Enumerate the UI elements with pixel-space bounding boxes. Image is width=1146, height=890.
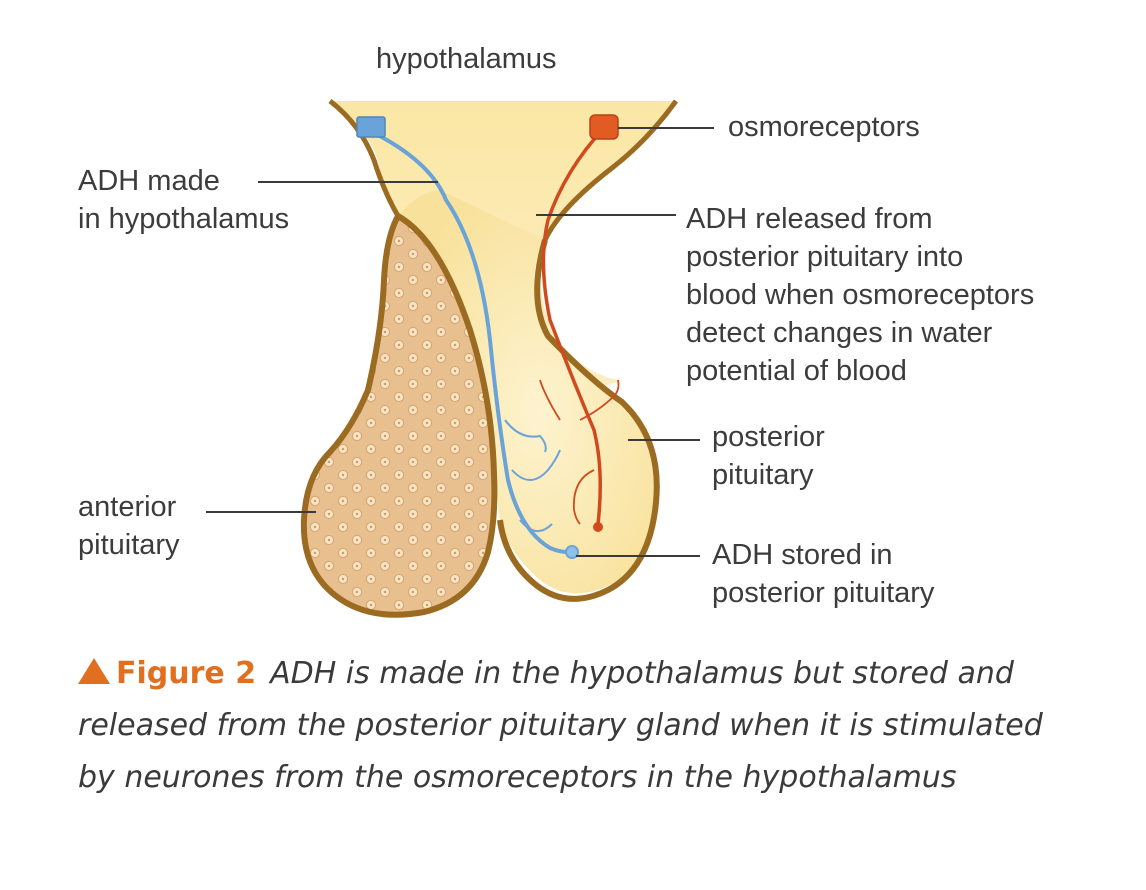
osmoreceptor-cell-body bbox=[590, 115, 618, 139]
adh-cell-body bbox=[357, 117, 385, 137]
label-adh-stored: ADH stored in posterior pituitary bbox=[712, 536, 934, 612]
label-posterior-pituitary: posterior pituitary bbox=[712, 418, 825, 494]
label-anterior-pituitary: anterior pituitary bbox=[78, 488, 180, 564]
label-adh-made: ADH made in hypothalamus bbox=[78, 162, 289, 238]
label-hypothalamus: hypothalamus bbox=[376, 40, 557, 78]
label-adh-released: ADH released from posterior pituitary in… bbox=[686, 200, 1034, 390]
osmoreceptor-terminal bbox=[593, 522, 603, 532]
triangle-icon bbox=[78, 658, 110, 684]
label-osmoreceptors: osmoreceptors bbox=[728, 108, 920, 146]
figure-number: Figure 2 bbox=[116, 656, 256, 691]
